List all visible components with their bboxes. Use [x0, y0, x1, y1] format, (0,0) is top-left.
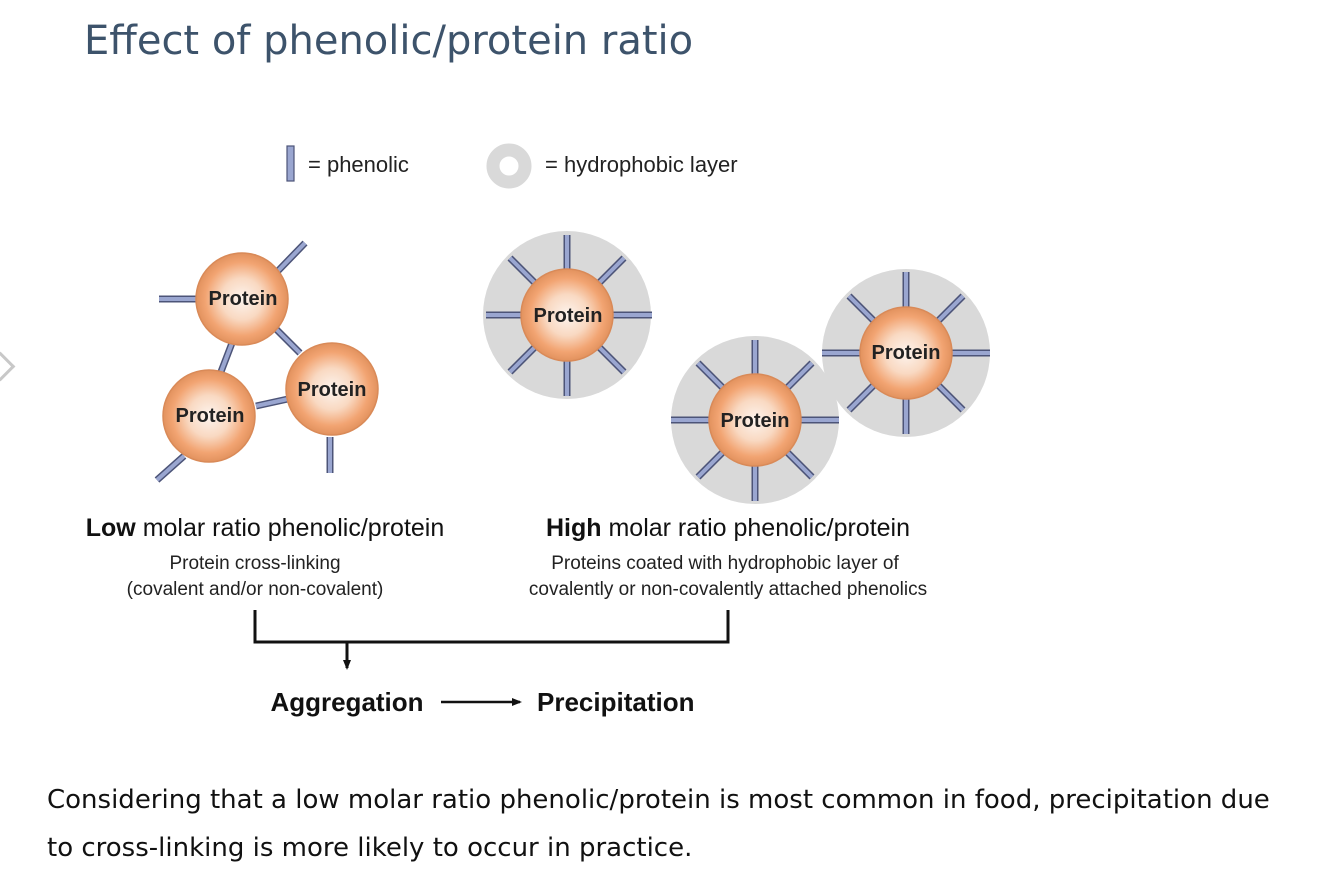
- high-ratio-caption: High molar ratio phenolic/protein Protei…: [529, 514, 927, 600]
- precipitation-label: Precipitation: [537, 687, 694, 717]
- protein-sphere: Protein: [195, 252, 289, 346]
- coated-protein: Protein: [671, 336, 839, 504]
- aggregation-label: Aggregation: [270, 687, 423, 717]
- conclusion-text: Considering that a low molar ratio pheno…: [47, 785, 1270, 863]
- high-ratio-heading: High molar ratio phenolic/protein: [546, 514, 910, 542]
- protein-label: Protein: [721, 410, 790, 432]
- low-ratio-heading-bold: Low: [86, 514, 137, 542]
- high-ratio-desc-line1: Proteins coated with hydrophobic layer o…: [551, 553, 899, 574]
- high-ratio-heading-bold: High: [546, 514, 602, 542]
- low-ratio-desc-line1: Protein cross-linking: [169, 553, 340, 574]
- merge-bracket: [253, 610, 730, 670]
- low-ratio-caption: Low molar ratio phenolic/protein Protein…: [86, 514, 445, 600]
- high-ratio-coated-proteins: Protein: [483, 231, 990, 504]
- protein-label: Protein: [298, 379, 367, 401]
- protein-sphere: Protein: [285, 342, 379, 436]
- protein-label: Protein: [176, 405, 245, 427]
- low-ratio-heading: Low molar ratio phenolic/protein: [86, 514, 445, 542]
- low-ratio-heading-rest: molar ratio phenolic/protein: [136, 514, 445, 542]
- low-ratio-desc-line2: (covalent and/or non-covalent): [127, 579, 384, 600]
- phenolic-legend-label: = phenolic: [308, 152, 409, 177]
- aggregation-flow: Aggregation Precipitation: [270, 687, 694, 717]
- coated-protein: Protein: [822, 269, 990, 437]
- protein-sphere: Protein: [162, 369, 256, 463]
- page-title: Effect of phenolic/protein ratio: [84, 18, 694, 64]
- legend: = phenolic = hydrophobic layer: [286, 143, 738, 189]
- protein-label: Protein: [209, 288, 278, 310]
- protein-label: Protein: [534, 305, 603, 327]
- high-ratio-desc-line2: covalently or non-covalently attached ph…: [529, 579, 927, 600]
- high-ratio-heading-rest: molar ratio phenolic/protein: [602, 514, 911, 542]
- coated-protein: Protein: [483, 231, 652, 399]
- hydrophobic-layer-legend-icon: [486, 143, 532, 189]
- phenolic-legend-icon: [286, 145, 295, 182]
- low-ratio-protein-cluster: Protein Protein Protein: [162, 252, 379, 463]
- hydrophobic-legend-label: = hydrophobic layer: [545, 152, 738, 177]
- protein-label: Protein: [872, 342, 941, 364]
